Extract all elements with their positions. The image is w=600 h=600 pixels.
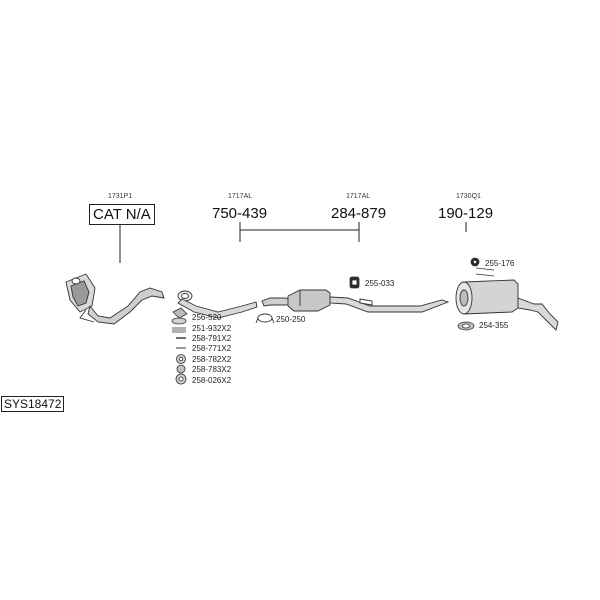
middle-silencer (261, 289, 450, 313)
part-258-791x2[interactable]: 258-791X2 (192, 334, 232, 343)
hanger-255-176 (470, 257, 495, 277)
system-id: SYS18472 (1, 396, 65, 412)
part-284-879[interactable]: 284-879 (331, 205, 387, 222)
part-190-129[interactable]: 190-129 (438, 205, 494, 222)
clamp-250-250 (255, 313, 275, 324)
gasket-254-355 (457, 321, 475, 331)
part-258-026x2[interactable]: 258-026X2 (192, 376, 232, 385)
part-254-355[interactable]: 254-355 (479, 321, 509, 330)
front-pipe (177, 290, 258, 319)
part-258-783x2[interactable]: 258-783X2 (192, 365, 232, 374)
group-code-4: 1730Q1 (456, 193, 481, 200)
part-catalyst[interactable]: CAT N/A (89, 204, 155, 225)
mounting-hardware (171, 307, 188, 385)
part-258-771x2[interactable]: 258-771X2 (192, 344, 232, 353)
rear-silencer (455, 279, 559, 331)
part-256-520[interactable]: 256-520 (192, 313, 222, 322)
part-250-250[interactable]: 250-250 (276, 315, 306, 324)
catalytic-converter (65, 273, 165, 325)
rubber-mount-255-033 (349, 276, 360, 289)
part-255-033[interactable]: 255-033 (365, 279, 395, 288)
group-code-1: 1731P1 (108, 193, 133, 200)
group-code-2: 1717AL (228, 193, 253, 200)
part-251-932x2[interactable]: 251-932X2 (192, 324, 232, 333)
part-750-439[interactable]: 750-439 (212, 205, 268, 222)
part-258-782x2[interactable]: 258-782X2 (192, 355, 232, 364)
part-255-176[interactable]: 255-176 (485, 259, 515, 268)
group-code-3: 1717AL (346, 193, 371, 200)
